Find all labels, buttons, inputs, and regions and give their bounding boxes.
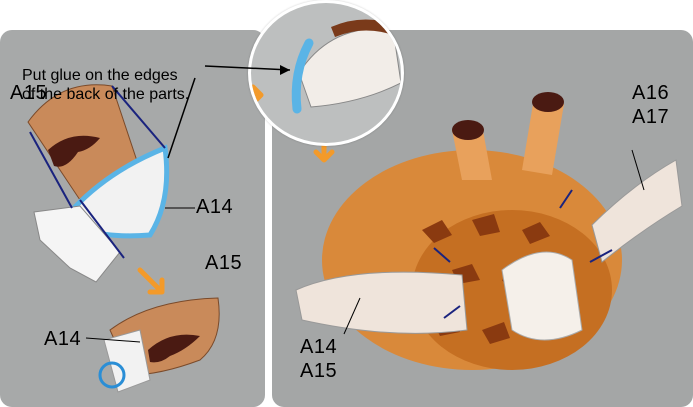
white-strip [502, 252, 582, 340]
label-a15-right: A15 [300, 360, 337, 383]
label-a17: A17 [632, 106, 669, 129]
label-a14-mid: A14 [196, 196, 233, 219]
horn-tip-left [452, 120, 484, 140]
leader-line [632, 150, 644, 190]
inset-part [299, 28, 401, 107]
glue-edge-inset [248, 0, 404, 146]
label-a15-lower: A15 [205, 252, 242, 275]
inset-illustration [251, 3, 401, 143]
orange-arrow [140, 270, 162, 292]
label-a15-top: A15 [10, 82, 47, 105]
tab-left [296, 272, 467, 333]
orange-arrow [251, 87, 261, 103]
horn-tip-right [532, 92, 564, 112]
label-a16: A16 [632, 82, 669, 105]
label-a14-lower: A14 [44, 328, 81, 351]
label-a14-right: A14 [300, 336, 337, 359]
left-panel: Put glue on the edges of the back of the… [0, 30, 265, 407]
